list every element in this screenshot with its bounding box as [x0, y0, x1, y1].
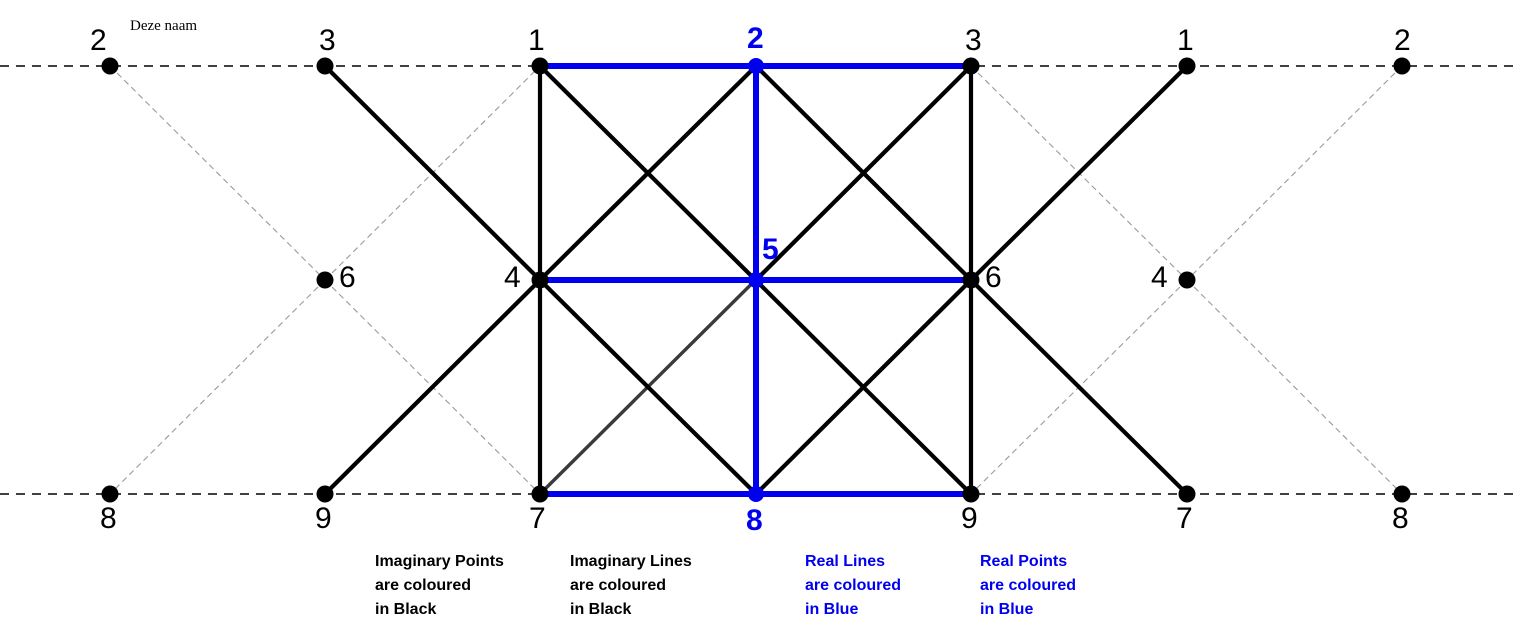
- edge-outer-4-9L: [323, 278, 542, 496]
- point-label-p-top-1R: 1: [1177, 24, 1194, 57]
- point-label-p-bot-8: 8: [746, 504, 763, 537]
- legend-imaginary-points-line-1: Imaginary Points: [375, 553, 504, 570]
- edge-outer-3L-6-9: [323, 64, 542, 282]
- legend-real-lines-line-2: are coloured: [805, 577, 902, 594]
- point-label-p-bot-7R: 7: [1176, 502, 1193, 535]
- legend-real-points-line-3: in Blue: [980, 601, 1034, 618]
- point-p-top-2R[interactable]: [1393, 57, 1411, 75]
- point-p-top-1R[interactable]: [1178, 57, 1196, 75]
- edge-4-8-diag: [538, 278, 758, 496]
- edge-3-ext-left: [754, 64, 973, 282]
- point-label-p-top-2L: 2: [90, 24, 107, 57]
- point-label-p-bot-8R: 8: [1392, 502, 1409, 535]
- point-p-bot-7[interactable]: [531, 485, 549, 503]
- faint-2L-6L: [109, 65, 326, 281]
- point-label-p-bot-9L: 9: [315, 502, 332, 535]
- faint-2R-4R: [1186, 65, 1403, 281]
- legend-imaginary-points-line-2: are coloured: [375, 577, 472, 594]
- point-label-p-mid-5: 5: [762, 233, 779, 266]
- point-p-top-3L[interactable]: [316, 57, 334, 75]
- edge-outer-6-7R: [969, 278, 1189, 496]
- point-p-bot-8L[interactable]: [101, 485, 119, 503]
- point-p-top-2L[interactable]: [101, 57, 119, 75]
- point-p-bot-9[interactable]: [962, 485, 980, 503]
- faint-4R-8R: [1186, 279, 1403, 495]
- legend-real-points-line-1: Real Points: [980, 553, 1068, 570]
- point-p-mid-5[interactable]: [748, 272, 764, 288]
- legend-imaginary-points: Imaginary Points are coloured in Black: [375, 550, 504, 622]
- point-label-p-bot-8L: 8: [100, 502, 117, 535]
- legend-imaginary-lines-line-1: Imaginary Lines: [570, 553, 692, 570]
- point-p-bot-9L[interactable]: [316, 485, 334, 503]
- edge-6-8-diag: [754, 278, 973, 496]
- point-p-bot-8[interactable]: [748, 486, 764, 502]
- point-label-p-bot-7: 7: [529, 502, 546, 535]
- point-label-p-bot-9: 9: [961, 502, 978, 535]
- point-p-bot-7R[interactable]: [1178, 485, 1196, 503]
- point-label-p-mid-6: 6: [985, 261, 1002, 294]
- legend-real-lines: Real Lines are coloured in Blue: [805, 550, 901, 622]
- point-p-top-2[interactable]: [748, 58, 764, 74]
- point-p-mid-6L[interactable]: [316, 271, 334, 289]
- edge-2-4-diag: [538, 64, 758, 282]
- point-p-mid-4[interactable]: [531, 271, 549, 289]
- legend-imaginary-lines-line-2: are coloured: [570, 577, 667, 594]
- point-label-p-top-1: 1: [528, 24, 545, 57]
- point-label-p-mid-6L: 6: [339, 261, 356, 294]
- edge-outer-1R-6: [969, 64, 1189, 282]
- legend-real-points: Real Points are coloured in Blue: [980, 550, 1076, 622]
- deze-naam-annotation: Deze naam: [130, 18, 198, 34]
- point-p-mid-6[interactable]: [962, 271, 980, 289]
- point-p-mid-4R[interactable]: [1178, 271, 1196, 289]
- points-group: [101, 57, 1411, 503]
- legend-imaginary-lines-line-3: in Black: [570, 601, 632, 618]
- point-p-top-3[interactable]: [962, 57, 980, 75]
- point-label-p-top-2: 2: [747, 22, 764, 55]
- legend-real-lines-line-1: Real Lines: [805, 553, 886, 570]
- point-label-p-mid-4R: 4: [1151, 261, 1168, 294]
- legend-real-points-line-2: are coloured: [980, 577, 1077, 594]
- legend-imaginary-lines: Imaginary Lines are coloured in Black: [570, 550, 692, 622]
- legend-imaginary-points-line-3: in Black: [375, 601, 437, 618]
- point-label-p-mid-4: 4: [504, 261, 521, 294]
- point-label-p-top-3L: 3: [319, 24, 336, 57]
- faint-6L-8L: [109, 279, 326, 495]
- point-label-p-top-2R: 2: [1394, 24, 1411, 57]
- point-p-top-1[interactable]: [531, 57, 549, 75]
- point-label-p-top-3: 3: [965, 24, 982, 57]
- point-p-bot-8R[interactable]: [1393, 485, 1411, 503]
- legend-real-lines-line-3: in Blue: [805, 601, 859, 618]
